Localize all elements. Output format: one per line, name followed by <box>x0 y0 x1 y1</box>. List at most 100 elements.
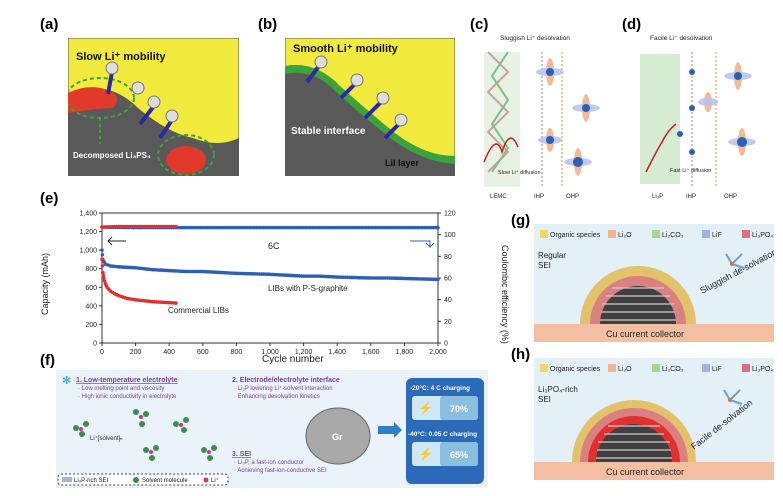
y2-tick-label: 100 <box>444 232 456 239</box>
y-tick-label: 1,400 <box>79 211 97 218</box>
y2-tick-label: 120 <box>444 211 456 218</box>
legend-swatch <box>742 364 750 372</box>
legend-label: LiF <box>712 366 722 373</box>
legend-swatch <box>608 230 616 238</box>
y2-tick-label: 20 <box>444 319 452 326</box>
panel-c-x2: IHP <box>534 194 544 200</box>
f-h2b: · Enhancing desolvation kinetics <box>234 394 320 400</box>
data-point <box>100 257 104 262</box>
data-point <box>101 276 106 280</box>
data-points <box>100 224 440 305</box>
x-tick-label: 1,400 <box>328 349 346 356</box>
x-tick-label: 200 <box>130 349 142 356</box>
legend-label: Organic species <box>550 366 601 373</box>
f-leg2: Solvent molecule <box>142 478 188 484</box>
panel-label-b: (b) <box>258 16 278 33</box>
arrow-left <box>107 236 126 246</box>
data-point <box>100 264 105 268</box>
legend-label: Li₃PO₄ <box>752 366 773 373</box>
f-leg3: Li⁺ <box>211 477 219 484</box>
f-leg1: Li₃P-rich SEI <box>74 478 108 484</box>
panel-d-illustration: Facile Li⁺ desolvation Fast Li⁺ diffusio… <box>640 35 756 200</box>
data-point <box>436 277 440 282</box>
y2-axis-label: Coulombic efficiency (%) <box>500 245 510 344</box>
panel-c-x3: OHP <box>566 194 579 200</box>
data-point <box>174 224 178 229</box>
legend-label: Li₂O <box>618 366 632 373</box>
panel-label-h: (h) <box>511 346 531 363</box>
panel-a-decomposed: Decomposed Li₃PS₄ <box>73 151 151 160</box>
x-tick-label: 1,600 <box>362 349 380 356</box>
panel-label-f: (f) <box>40 352 55 369</box>
h-collector: Cu current collector <box>606 467 684 477</box>
x-tick-label: 0 <box>100 349 104 356</box>
x-tick-label: 1,000 <box>261 349 279 356</box>
legend-label: Li₃PO₄ <box>752 232 773 239</box>
x-tick-label: 600 <box>197 349 209 356</box>
data-point <box>174 301 178 305</box>
arrow-icon <box>378 422 402 438</box>
legend-swatch <box>608 364 616 372</box>
panel-label-g: (g) <box>511 212 531 229</box>
legend-swatch <box>702 364 710 372</box>
y-tick-label: 600 <box>85 285 97 292</box>
panel-d-diff: Fast Li⁺ diffusion <box>670 167 711 174</box>
legend-label: Li₂CO₃ <box>662 232 684 239</box>
battery-icon: ⚡ <box>418 401 433 415</box>
y2-tick-label: 0 <box>444 341 448 348</box>
x-tick-label: 800 <box>231 349 243 356</box>
legend-label: Li₂O <box>618 232 632 239</box>
legend-label: LiF <box>712 232 722 239</box>
f-h1: 1. Low-temperature electrolyte <box>76 377 178 384</box>
f-h3: 3. SEI <box>232 451 251 458</box>
data-point <box>101 273 106 278</box>
panel-d-x2: IHP <box>686 194 696 200</box>
data-point <box>101 270 105 275</box>
panel-a-title: Slow Li⁺ mobility <box>76 51 166 63</box>
f-c2: -40°C: 0.05 C charging <box>408 430 477 438</box>
panel-b-title: Smooth Li⁺ mobility <box>293 43 399 55</box>
panel-a-illustration: Slow Li⁺ mobility Decomposed Li₃PS₄ <box>68 38 239 176</box>
y-tick-label: 200 <box>85 322 97 329</box>
battery-icon: ⚡ <box>418 447 433 461</box>
panel-b-layer: LiI layer <box>385 158 420 168</box>
x-tick-label: 400 <box>163 349 175 356</box>
y-axis-label: Capacity (mAh) <box>40 253 50 315</box>
label-commercial: Commercial LIBs <box>168 306 229 315</box>
panel-d-title: Facile Li⁺ desolvation <box>650 35 713 42</box>
f-h1b: · High ionic conductivity in electrolyte <box>78 394 177 400</box>
data-point <box>100 248 104 252</box>
data-point <box>436 225 440 230</box>
arrow-right <box>410 240 435 248</box>
panel-b-illustration: Smooth Li⁺ mobility Stable interface LiI… <box>285 38 455 176</box>
f-gr: Gr <box>332 432 343 442</box>
legend-swatch <box>652 230 660 238</box>
label-6c: 6C <box>268 241 280 251</box>
panel-label-c: (c) <box>470 16 489 33</box>
f-c1: -20°C: 4 C charging <box>410 384 470 392</box>
x-tick-label: 2,000 <box>429 349 447 356</box>
legend-swatch <box>652 364 660 372</box>
y-tick-label: 400 <box>85 303 97 310</box>
y2-tick-label: 60 <box>444 276 452 283</box>
x-tick-label: 1,200 <box>295 349 313 356</box>
solvent-clusters <box>73 409 217 461</box>
y-tick-label: 1,200 <box>79 229 97 236</box>
panel-d-x1: Li₃P <box>652 194 663 200</box>
panel-d-x3: OHP <box>724 194 737 200</box>
panel-label-a: (a) <box>40 16 59 33</box>
f-h3a: · Li₃P, a fast-ion conductor <box>234 460 304 466</box>
legend-swatch <box>702 230 710 238</box>
panel-b-interface: Stable interface <box>291 126 366 137</box>
y-tick-label: 0 <box>93 341 97 348</box>
f-h1a: · Low melting point and viscosity <box>78 386 164 392</box>
data-point <box>100 252 105 257</box>
f-h2: 2. Electrode/electrolyte interface <box>232 377 340 384</box>
panel-c-diff: Slow Li⁺ diffusion <box>498 169 541 176</box>
